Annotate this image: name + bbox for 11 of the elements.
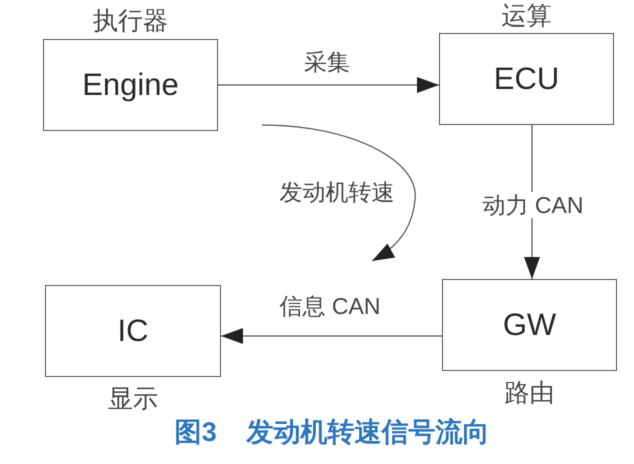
- box-label: GW: [502, 307, 556, 343]
- figure-caption: 图3 发动机转速信号流向: [174, 416, 490, 448]
- box-label: ECU: [494, 61, 560, 97]
- role-caption: 路由: [504, 379, 554, 407]
- role-caption: 执行器: [93, 7, 168, 35]
- box-label: IC: [118, 313, 148, 349]
- role-caption: 显示: [108, 385, 158, 413]
- arrow: [221, 328, 442, 344]
- role-caption: 运算: [502, 2, 552, 30]
- arrow: [218, 77, 439, 93]
- box-label: Engine: [82, 67, 179, 103]
